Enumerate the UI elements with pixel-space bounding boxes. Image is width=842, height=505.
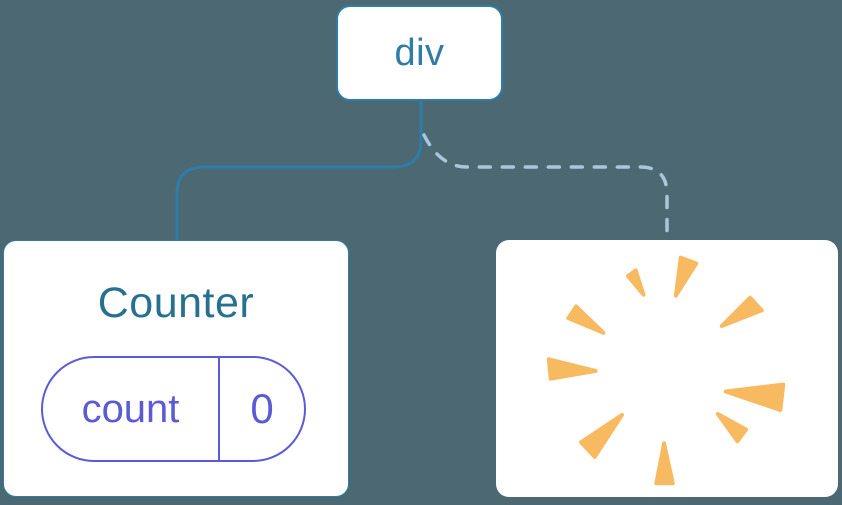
poof-ray: [654, 441, 675, 486]
poof-ray: [723, 382, 786, 412]
state-value-label: 0: [250, 385, 274, 432]
node-div: div: [336, 5, 503, 101]
poof-ray: [625, 268, 646, 297]
state-key-label: count: [81, 386, 180, 431]
node-counter-card: Counter count 0: [3, 240, 349, 497]
poof-ray: [579, 412, 625, 459]
state-pill: count 0: [41, 356, 306, 462]
pill-divider: [218, 358, 220, 460]
connector-dashed-line: [422, 133, 669, 243]
poof-ray: [715, 411, 749, 444]
poof-ray: [719, 295, 764, 328]
node-destroyed-card: [496, 240, 838, 497]
counter-title: Counter: [97, 279, 255, 327]
poof-explosion-icon: [546, 255, 786, 486]
poof-ray: [673, 255, 699, 298]
connector-solid-line: [175, 100, 423, 241]
poof-ray: [566, 304, 606, 335]
node-div-label: div: [394, 31, 445, 74]
poof-ray: [546, 357, 598, 381]
